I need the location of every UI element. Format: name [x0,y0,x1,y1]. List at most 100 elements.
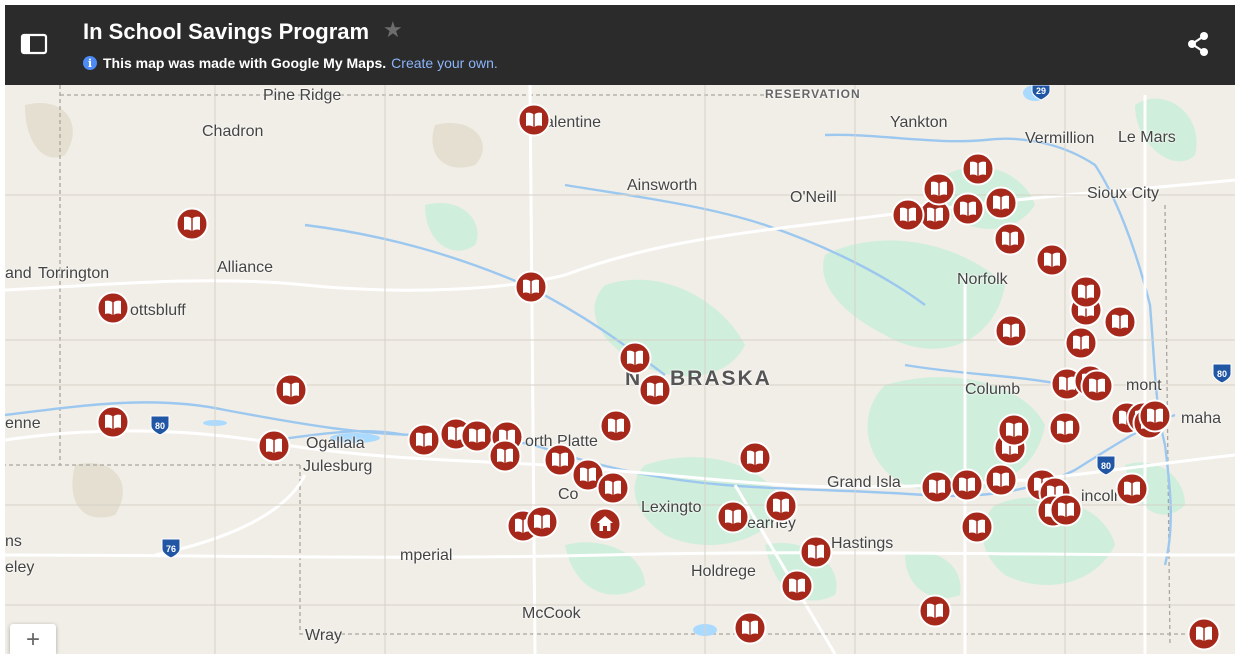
school-book-marker[interactable] [997,413,1031,447]
label-grand-island: Grand Isla [827,474,901,491]
create-your-own-link[interactable]: Create your own. [391,55,498,71]
book-icon [96,405,130,439]
book-icon [733,611,767,645]
label-julesburg: Julesburg [303,458,373,475]
label-norfolk: Norfolk [957,271,1008,288]
school-book-marker[interactable] [599,409,633,443]
school-book-marker[interactable] [596,471,630,505]
school-book-marker[interactable] [1064,326,1098,360]
school-book-marker[interactable] [1035,243,1069,277]
book-icon [599,409,633,443]
school-book-marker[interactable] [488,439,522,473]
school-book-marker[interactable] [1048,411,1082,445]
label-lexington: Lexingto [641,499,702,516]
book-icon [764,489,798,523]
shield-29-text: 29 [1036,86,1046,96]
home-marker[interactable] [588,507,622,541]
school-book-marker[interactable] [638,373,672,407]
star-icon[interactable]: ★ [383,17,403,42]
share-icon [1188,32,1208,56]
school-book-marker[interactable] [716,500,750,534]
school-book-marker[interactable] [1187,617,1221,651]
school-book-marker[interactable] [274,373,308,407]
zoom-in-button[interactable]: + [10,624,56,654]
school-book-marker[interactable] [891,198,925,232]
label-le-mars: Le Mars [1118,129,1176,146]
book-icon [961,152,995,186]
school-book-marker[interactable] [525,505,559,539]
map-canvas[interactable]: Pine Ridge RESERVATION Chadron alentine … [5,85,1235,654]
book-icon [1080,369,1114,403]
school-book-marker[interactable] [738,441,772,475]
school-book-marker[interactable] [799,535,833,569]
book-icon [407,423,441,457]
school-book-marker[interactable] [1138,399,1172,433]
school-book-marker[interactable] [993,222,1027,256]
school-book-marker[interactable] [514,270,548,304]
school-book-marker[interactable] [96,291,130,325]
label-scottsbluff: ottsbluff [130,302,186,319]
label-alliance: Alliance [217,259,274,276]
school-book-marker[interactable] [984,186,1018,220]
book-icon [951,192,985,226]
label-north-platte: orth Platte [525,433,598,450]
book-icon [274,373,308,407]
book-icon [960,510,994,544]
book-icon [596,471,630,505]
book-icon [1138,399,1172,433]
interstate-76-shield: 76 [161,538,181,559]
interstate-80-shield-west: 80 [150,415,170,436]
book-icon [993,222,1027,256]
label-fremont: mont [1126,377,1162,394]
school-book-marker[interactable] [618,341,652,375]
school-book-marker[interactable] [1080,369,1114,403]
book-icon [517,103,551,137]
label-pine-ridge: Pine Ridge [263,87,342,104]
school-book-marker[interactable] [920,470,954,504]
school-book-marker[interactable] [950,468,984,502]
school-book-marker[interactable] [257,429,291,463]
home-icon [588,507,622,541]
school-book-marker[interactable] [780,569,814,603]
school-book-marker[interactable] [918,594,952,628]
shield-80-west-text: 80 [155,421,165,431]
school-book-marker[interactable] [543,443,577,477]
school-book-marker[interactable] [994,314,1028,348]
school-book-marker[interactable] [96,405,130,439]
book-icon [918,594,952,628]
school-book-marker[interactable] [175,207,209,241]
label-omaha: maha [1181,410,1222,427]
book-icon [984,463,1018,497]
school-book-marker[interactable] [571,458,605,492]
label-torrington: Torrington [38,265,110,282]
notice-text: This map was made with Google My Maps. [103,55,387,71]
open-panel-button[interactable] [17,27,51,61]
shield-80-far-text: 80 [1217,369,1227,379]
school-book-marker[interactable] [517,103,551,137]
interstate-80-shield-east: 80 [1096,455,1116,476]
school-book-marker[interactable] [764,489,798,523]
share-button[interactable] [1183,29,1213,59]
label-oneill: O'Neill [790,189,837,206]
book-icon [1069,275,1103,309]
school-book-marker[interactable] [961,152,995,186]
book-icon [1064,326,1098,360]
label-lincoln: incoln [1081,488,1123,505]
side-panel-icon [20,33,48,55]
school-book-marker[interactable] [1069,275,1103,309]
school-book-marker[interactable] [1049,493,1083,527]
book-icon [738,441,772,475]
school-book-marker[interactable] [960,510,994,544]
school-book-marker[interactable] [407,423,441,457]
school-book-marker[interactable] [951,192,985,226]
school-book-marker[interactable] [984,463,1018,497]
school-book-marker[interactable] [460,419,494,453]
school-book-marker[interactable] [1115,472,1149,506]
label-holdrege: Holdrege [691,563,756,580]
book-icon [799,535,833,569]
school-book-marker[interactable] [1103,305,1137,339]
school-book-marker[interactable] [733,611,767,645]
my-maps-notice: i This map was made with Google My Maps.… [83,55,498,71]
book-icon [175,207,209,241]
school-book-marker[interactable] [922,172,956,206]
